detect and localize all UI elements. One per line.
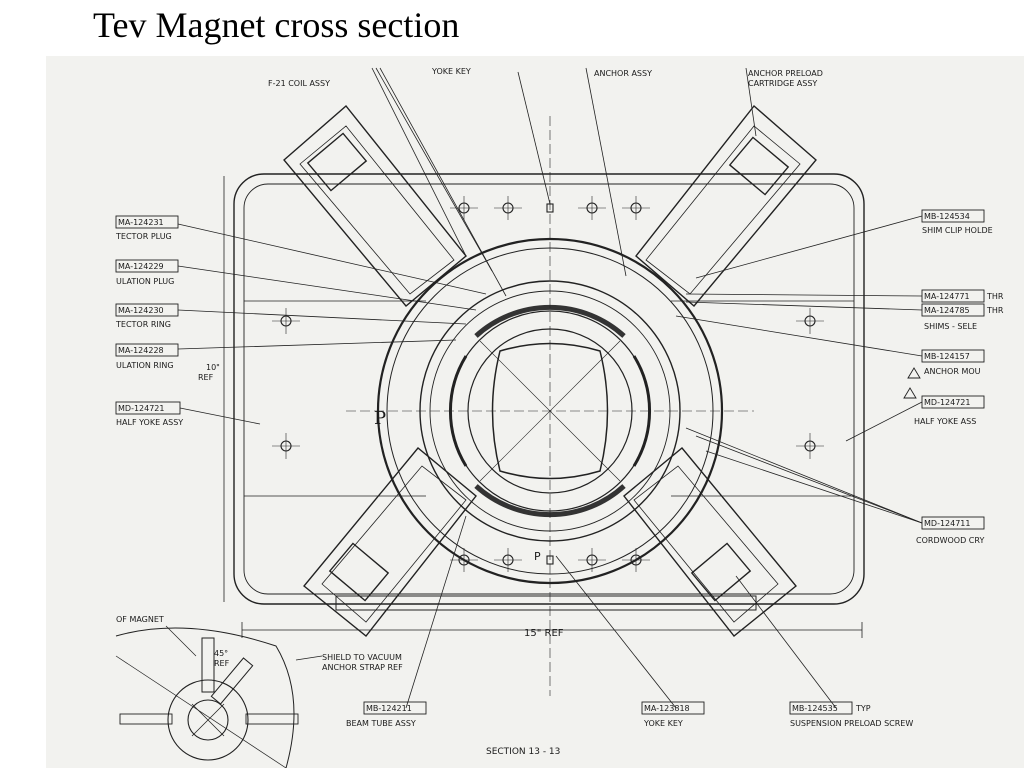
part-mb-124211: MB-124211 [366, 704, 412, 713]
dim-height-ref: REF [198, 373, 214, 382]
anchor-lower-left [303, 447, 477, 637]
part-md-124721-left: MD-124721 [118, 404, 165, 413]
part-ma-124231: MA-124231 [118, 218, 164, 227]
part-ma-124228: MA-124228 [118, 346, 164, 355]
label-typ: TYP [855, 704, 871, 713]
beam-tube [491, 342, 609, 480]
part-ma-124229: MA-124229 [118, 262, 164, 271]
part-ma-123818: MA-123818 [644, 704, 690, 713]
part-ma-124230: MA-124230 [118, 306, 164, 315]
label-shield-line2: ANCHOR STRAP REF [322, 663, 403, 672]
label-coil-assy: F-21 COIL ASSY [268, 79, 330, 88]
label-anchor-preload: ANCHOR PRELOAD [748, 69, 823, 78]
desc-yoke-key-bottom: YOKE KEY [643, 719, 683, 728]
yoke-inner-outline [243, 183, 855, 595]
part-ma-124771: MA-124771 [924, 292, 970, 301]
label-anchor-assy: ANCHOR ASSY [594, 69, 652, 78]
dim-height: 10" [206, 363, 220, 372]
part-mb-124534: MB-124534 [924, 212, 970, 221]
desc-suspension-preload-screw: SUSPENSION PRELOAD SCREW [790, 719, 913, 728]
desc-cordwood-cry: CORDWOOD CRY [916, 536, 984, 545]
part-ma-124785: MA-124785 [924, 306, 970, 315]
base-plate [335, 595, 757, 611]
desc-half-yoke-assy-left: HALF YOKE ASSY [116, 418, 183, 427]
anchor-lower-right [623, 447, 797, 637]
desc-ulation-ring: ULATION RING [116, 361, 174, 370]
dim-angle: 45° [214, 649, 228, 658]
label-section: SECTION 13 - 13 [486, 747, 560, 757]
anchor-upper-left [283, 104, 467, 307]
desc-half-yoke-assy-right: HALF YOKE ASS [914, 417, 976, 426]
part-md-124721-right: MD-124721 [924, 398, 971, 407]
label-cartridge-assy: CARTRIDGE ASSY [748, 79, 817, 88]
slide-title: Tev Magnet cross section [93, 5, 460, 45]
anchor-upper-right [635, 104, 817, 307]
desc-tector-plug: TECTOR PLUG [115, 232, 172, 241]
dim-width: 15" REF [524, 628, 564, 639]
drawing-svg: F-21 COIL ASSY YOKE KEY ANCHOR ASSY ANCH… [115, 67, 1004, 768]
desc-thr-1: THR [986, 292, 1004, 301]
desc-thr-2: THR [986, 306, 1004, 315]
centerline-mark-bottom: P [534, 550, 541, 563]
desc-anchor-mount: ANCHOR MOU [924, 367, 981, 376]
dim-angle-ref: REF [214, 659, 230, 668]
part-mb-124157: MB-124157 [924, 352, 970, 361]
desc-ulation-plug: ULATION PLUG [116, 277, 174, 286]
inset-magnet-view [115, 625, 323, 768]
desc-beam-tube-assy: BEAM TUBE ASSY [346, 719, 416, 728]
label-shield-line1: SHIELD TO VACUUM [322, 653, 402, 662]
desc-shims-select: SHIMS - SELE [924, 322, 977, 331]
centerline-mark-left: P [374, 408, 386, 429]
label-of-magnet: OF MAGNET [116, 615, 164, 624]
desc-shim-clip-holder: SHIM CLIP HOLDE [922, 226, 993, 235]
cross-section-drawing: F-21 COIL ASSY YOKE KEY ANCHOR ASSY ANCH… [46, 56, 1024, 768]
desc-tector-ring: TECTOR RING [115, 320, 171, 329]
part-mb-124535: MB-124535 [792, 704, 838, 713]
part-md-124711: MD-124711 [924, 519, 971, 528]
yoke-outline [233, 173, 865, 605]
label-yoke-key-top: YOKE KEY [431, 67, 471, 76]
